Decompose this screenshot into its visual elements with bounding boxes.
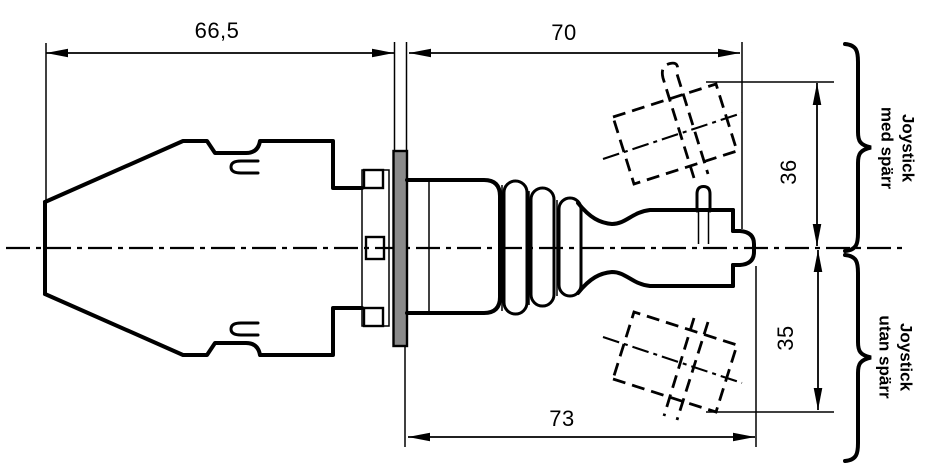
- variant-label-line: Joystick: [898, 113, 918, 183]
- lower-clip-tab: [229, 321, 260, 337]
- phantom-handle-lower: [602, 310, 743, 421]
- brace-upper: [843, 42, 872, 253]
- upper-clip-tab: [229, 159, 260, 175]
- rubber-bellows: [501, 179, 583, 316]
- variant-label-line: utan spärr: [875, 315, 894, 399]
- mounting-nut: [405, 178, 502, 315]
- dimension-lines: [46, 48, 823, 442]
- dimension-front-length-locked: 70: [551, 20, 577, 45]
- joystick-rear-housing: [43, 139, 390, 357]
- dimension-rear-length: 66,5: [194, 18, 240, 43]
- handle-tip-stud: [731, 229, 756, 267]
- variant-label-without-lock: Joystick utan spärr: [874, 315, 917, 398]
- dimension-upper-deflection: 36: [776, 159, 801, 185]
- handle-grip: [576, 185, 756, 295]
- brace-lower: [843, 253, 872, 463]
- variant-label-line: Joystick: [896, 322, 916, 392]
- locking-pin: [695, 185, 712, 213]
- variant-label-with-lock: Joystick med spärr: [876, 107, 919, 189]
- dimension-lower-deflection: 35: [773, 325, 798, 351]
- variant-label-line: med spärr: [877, 106, 896, 190]
- extension-lines: [45, 42, 834, 447]
- dimension-front-length-unlocked: 73: [549, 406, 575, 431]
- phantom-handle-upper: [602, 61, 743, 186]
- mounting-panel: [392, 149, 409, 348]
